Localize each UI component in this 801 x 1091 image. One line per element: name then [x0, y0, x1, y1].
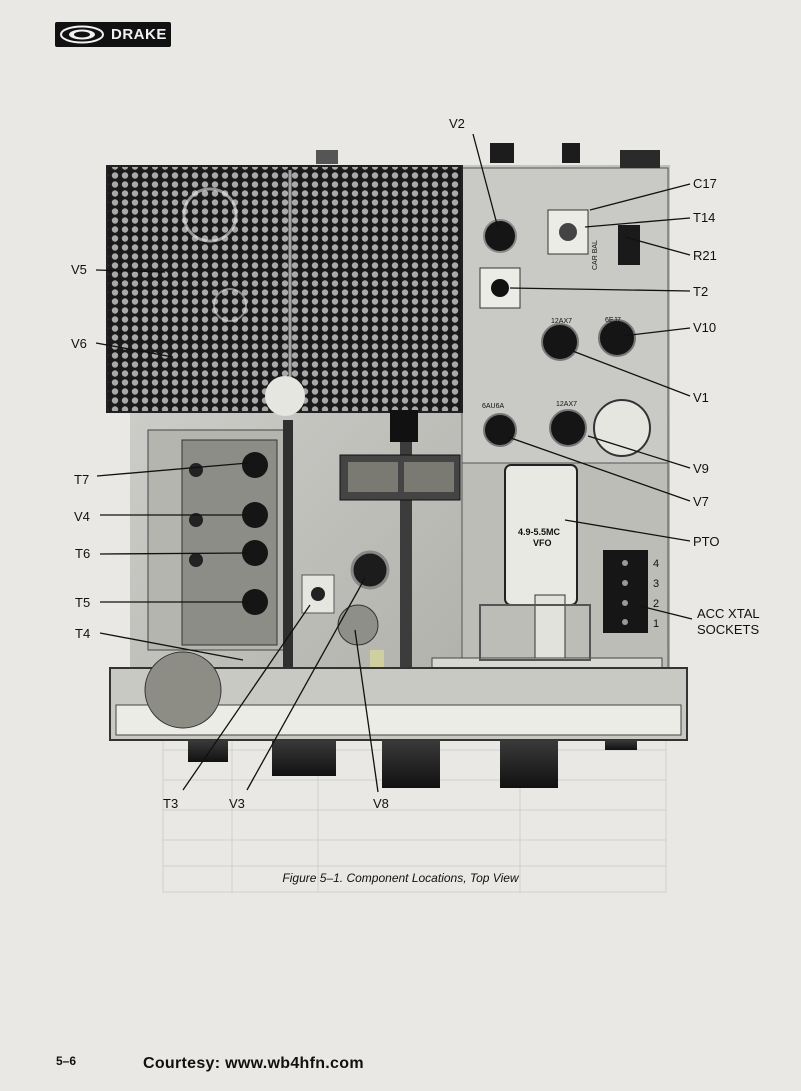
callout-t2: T2	[693, 284, 709, 299]
callout-v5: V5	[71, 262, 87, 277]
car-bal-label: CAR BAL	[592, 240, 599, 270]
tube-v9-socket	[549, 409, 587, 447]
tube-v2-socket	[483, 219, 517, 253]
callout-t4: T4	[75, 626, 91, 641]
tube-v1-socket	[541, 323, 579, 361]
callout-t3: T3	[163, 796, 179, 811]
callout-v1: V1	[693, 390, 709, 405]
front-knobs	[188, 740, 637, 788]
tube-v8-socket	[337, 604, 379, 646]
tube-label-6au6a: 6AU6A	[482, 403, 505, 410]
tube-label-6ej7: 6EJ7	[605, 317, 621, 324]
callout-v7: V7	[693, 494, 709, 509]
socket-2-label: 2	[653, 598, 659, 610]
callout-v6: V6	[71, 336, 87, 351]
tube-v10-socket	[598, 319, 636, 357]
tube-label-12ax7-a: 12AX7	[551, 318, 572, 325]
callout-v3: V3	[229, 796, 245, 811]
callout-v9: V9	[693, 461, 709, 476]
pa-cage	[106, 165, 463, 413]
tube-v3-socket	[350, 550, 390, 590]
socket-4-label: 4	[653, 558, 659, 570]
on-photo-labels: 12AX7 6EJ7 6AU6A 12AX7 4.9-5.5MC VFO CAR…	[482, 240, 659, 630]
callout-v4: V4	[74, 509, 90, 524]
vfo-frequency-label: 4.9-5.5MC	[518, 527, 561, 537]
callout-t7: T7	[74, 472, 90, 487]
slug-tuned-coils	[189, 452, 268, 615]
callout-c17: C17	[693, 176, 717, 191]
figure-caption: Figure 5–1. Component Locations, Top Vie…	[282, 871, 519, 885]
brand-label: DRAKE	[111, 26, 167, 43]
tube-label-12ax7-b: 12AX7	[556, 401, 577, 408]
callout-sockets: SOCKETS	[697, 622, 760, 637]
courtesy-line: Courtesy: www.wb4hfn.com	[143, 1055, 364, 1072]
vfo-label: VFO	[533, 538, 552, 548]
tube-v7-socket	[483, 413, 517, 447]
socket-1-label: 1	[653, 618, 659, 630]
callout-leader-lines	[95, 133, 693, 793]
page-number: 5–6	[56, 1054, 77, 1068]
rear-connectors	[316, 143, 660, 168]
callout-r21: R21	[693, 248, 717, 263]
callout-t5: T5	[75, 595, 91, 610]
callout-v8: V8	[373, 796, 389, 811]
callout-t14: T14	[693, 210, 716, 225]
callout-pto: PTO	[693, 534, 720, 549]
socket-3-label: 3	[653, 578, 659, 590]
callout-t6: T6	[75, 546, 91, 561]
drake-logo-emblem-icon	[60, 25, 104, 44]
drake-logo: DRAKE	[55, 22, 171, 47]
callout-v2: V2	[449, 116, 465, 131]
tube-t2-slug	[491, 279, 509, 297]
crystal-can	[593, 399, 651, 457]
callout-v10: V10	[693, 320, 717, 335]
callout-acc-xtal: ACC XTAL	[697, 606, 760, 621]
